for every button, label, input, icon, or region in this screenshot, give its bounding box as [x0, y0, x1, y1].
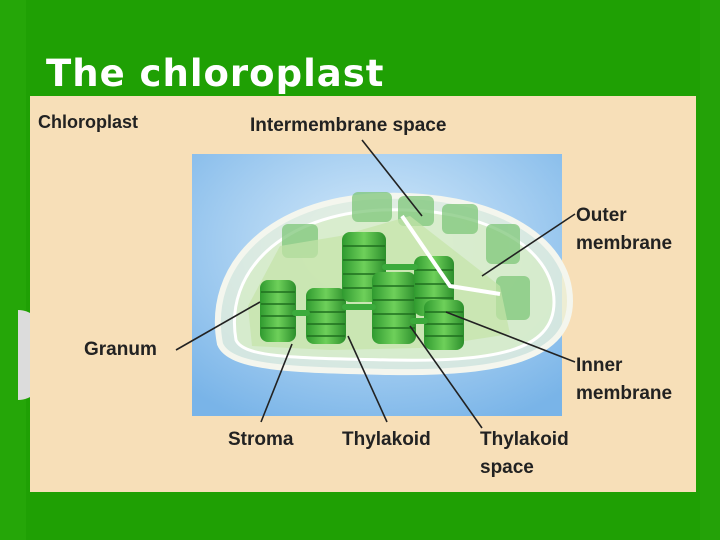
granum-stack-4 [372, 272, 416, 344]
label-thylakoid-space-line2: space [480, 457, 534, 478]
diagram-title: Chloroplast [38, 112, 139, 132]
label-granum: Granum [84, 339, 157, 360]
background-stripe [700, 0, 720, 540]
stroma-lamellae [292, 264, 428, 324]
chloroplast-illustration [175, 139, 576, 429]
label-inner-membrane: Inner membrane [576, 352, 672, 408]
label-outer-membrane-line1: Outer [576, 205, 627, 226]
label-thylakoid: Thylakoid [342, 429, 431, 450]
cut-edge [400, 214, 501, 296]
granum-stack-2 [306, 288, 346, 344]
label-intermembrane-space: Intermembrane space [250, 115, 447, 136]
label-inner-membrane-line1: Inner [576, 355, 623, 376]
label-outer-membrane-line2: membrane [576, 233, 673, 254]
label-thylakoid-space-line1: Thylakoid [480, 429, 569, 450]
slide-title: The chloroplast [46, 52, 385, 95]
background-stripe [0, 0, 26, 540]
label-stroma: Stroma [228, 429, 294, 450]
leader-lines [175, 139, 576, 429]
label-thylakoid-space: Thylakoid space [480, 426, 569, 482]
label-inner-membrane-line2: membrane [576, 383, 673, 404]
chloroplast-diagram: Chloroplast Intermembrane space Outer me… [30, 96, 696, 492]
granum-stack-1 [260, 280, 296, 342]
granum-stack-6 [424, 300, 464, 350]
label-outer-membrane: Outer membrane [576, 202, 672, 258]
